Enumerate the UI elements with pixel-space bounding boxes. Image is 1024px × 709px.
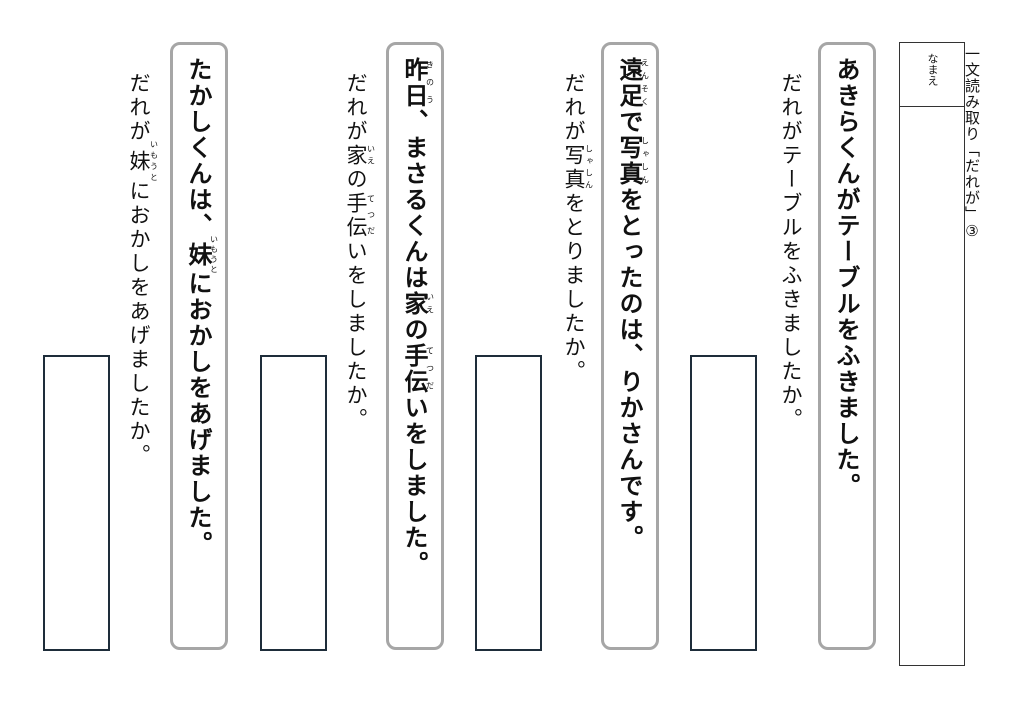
name-box: なまえ: [899, 42, 965, 666]
sentence-text: あきらくんがテーブルをふきました。: [829, 57, 864, 499]
kanji: 写真: [615, 135, 643, 187]
ruby-word: 家いえ: [344, 144, 376, 168]
text-segment: の: [344, 168, 368, 192]
worksheet-title: 一文読み取り「だれが」③: [963, 46, 981, 241]
answer-box-1[interactable]: [690, 355, 757, 651]
sentence-box-1: あきらくんがテーブルをふきました。: [818, 42, 876, 650]
ruby-word: 妹いもうと: [184, 235, 219, 275]
text-segment: あきらくんがテーブルをふきました。: [832, 57, 860, 499]
name-field[interactable]: [900, 107, 964, 665]
furigana: えんそく: [640, 57, 650, 109]
kanji: 妹: [127, 140, 151, 184]
ruby-word: 写真しゃしん: [615, 135, 650, 187]
sentence-box-2: 遠足えんそくで写真しゃしんをとったのは、りかさんです。: [601, 42, 659, 650]
ruby-word: 手伝てつだ: [344, 192, 376, 240]
kanji: 手伝: [344, 192, 368, 240]
ruby-word: 家いえ: [400, 291, 435, 317]
kanji: 家: [344, 144, 368, 168]
name-label-cell: なまえ: [900, 43, 964, 107]
furigana: いもうと: [209, 235, 219, 275]
sentence-text: 昨日きのう、まさるくんは家いえの手伝てつだいをしました。: [397, 57, 435, 577]
furigana: いえ: [425, 291, 435, 317]
answer-box-2[interactable]: [475, 355, 542, 651]
kanji: 昨日: [400, 57, 428, 109]
text-segment: だれが: [344, 72, 368, 144]
sentence-text: たかしくんは、妹いもうとにおかしをあげました。: [181, 57, 219, 557]
sentence-box-3: 昨日きのう、まさるくんは家いえの手伝てつだいをしました。: [386, 42, 444, 650]
text-segment: たかしくんは、: [184, 57, 212, 239]
text-segment: 、まさるくんは: [400, 109, 428, 291]
text-segment: をとったのは、りかさんです。: [615, 187, 643, 551]
ruby-word: 妹いもうと: [127, 140, 159, 184]
ruby-word: 写真しゃしん: [562, 144, 594, 192]
text-segment: におかしをあげました。: [184, 271, 212, 557]
ruby-word: 手伝てつだ: [400, 343, 435, 395]
kanji: 写真: [562, 144, 586, 192]
answer-box-3[interactable]: [260, 355, 327, 651]
text-segment: の: [400, 317, 428, 343]
text-segment: だれがテーブルをふきましたか。: [779, 72, 803, 432]
question-text-2: だれが写真しゃしんをとりましたか。: [559, 72, 594, 384]
text-segment: におかしをあげましたか。: [127, 180, 151, 468]
furigana: きのう: [425, 57, 435, 109]
ruby-word: 遠足えんそく: [615, 57, 650, 109]
furigana: しゃしん: [584, 144, 594, 192]
sentence-text: 遠足えんそくで写真しゃしんをとったのは、りかさんです。: [612, 57, 650, 551]
text-segment: いをしましたか。: [344, 240, 368, 432]
furigana: てつだ: [425, 343, 435, 395]
furigana: てつだ: [366, 192, 376, 240]
answer-box-4[interactable]: [43, 355, 110, 651]
text-segment: だれが: [127, 72, 151, 144]
furigana: いもうと: [149, 140, 159, 184]
name-label: なまえ: [926, 53, 939, 86]
text-segment: だれが: [562, 72, 586, 144]
question-text-1: だれがテーブルをふきましたか。: [776, 72, 806, 432]
question-text-3: だれが家いえの手伝てつだいをしましたか。: [341, 72, 376, 432]
kanji: 妹: [184, 235, 212, 275]
furigana: しゃしん: [640, 135, 650, 187]
kanji: 手伝: [400, 343, 428, 395]
text-segment: いをしました。: [400, 395, 428, 577]
question-text-4: だれが妹いもうとにおかしをあげましたか。: [124, 72, 159, 468]
sentence-box-4: たかしくんは、妹いもうとにおかしをあげました。: [170, 42, 228, 650]
kanji: 家: [400, 291, 428, 317]
furigana: いえ: [366, 144, 376, 168]
text-segment: をとりましたか。: [562, 192, 586, 384]
ruby-word: 昨日きのう: [400, 57, 435, 109]
text-segment: で: [615, 109, 643, 135]
kanji: 遠足: [615, 57, 643, 109]
